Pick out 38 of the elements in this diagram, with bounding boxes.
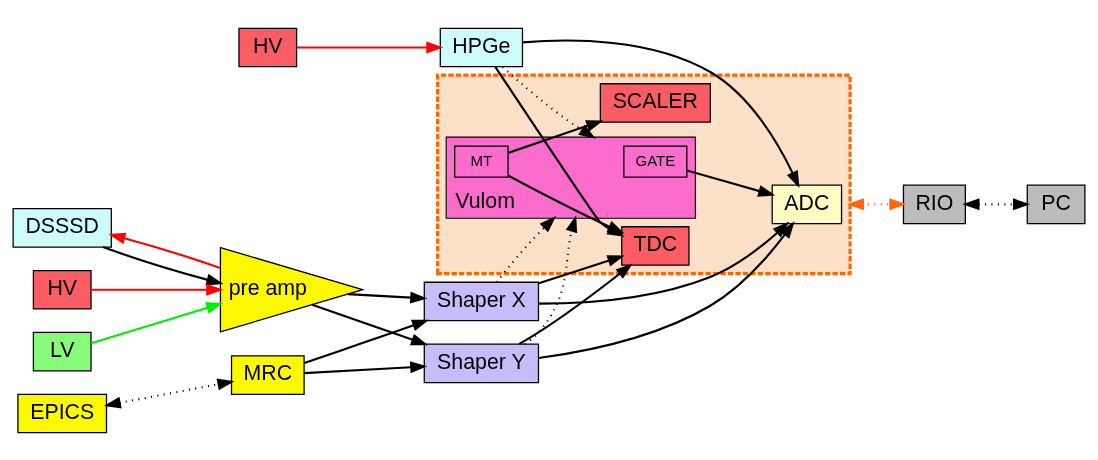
node-box: HV [32, 269, 92, 310]
arrow [347, 291, 428, 304]
arrow [304, 360, 428, 374]
arrow [507, 174, 625, 233]
node-box: MRC [230, 354, 305, 395]
arrow [103, 378, 235, 409]
node-box: EPICS [17, 393, 108, 433]
node-box: LV [32, 331, 92, 371]
arrow [108, 232, 221, 269]
arrow [304, 319, 430, 364]
node-box: ADC [771, 184, 843, 224]
node-box: TDC [621, 225, 690, 266]
arrow [524, 214, 578, 345]
arrow [502, 65, 596, 139]
arrow [507, 119, 604, 154]
arrow [686, 168, 776, 197]
arrow [311, 303, 429, 345]
arrow [518, 263, 633, 345]
arrow [102, 245, 224, 285]
node-box: SCALER [599, 82, 711, 123]
arrow [296, 41, 444, 53]
arrow [522, 39, 800, 188]
arrow [962, 197, 1031, 210]
node-box: Shaper Y [423, 343, 540, 383]
arrow [90, 301, 224, 344]
arrow [846, 197, 907, 210]
arrow [538, 254, 625, 284]
cluster [436, 73, 852, 275]
node-box: RIO [902, 184, 966, 224]
node-box: GATE [623, 145, 688, 178]
node-box: HPGe [439, 27, 524, 67]
node-box: DSSSD [12, 207, 112, 248]
arrow [495, 215, 557, 283]
arrow [91, 283, 224, 296]
node-box: Shaper X [423, 281, 540, 321]
node-box: HV [238, 27, 298, 67]
node-box: MT [454, 145, 509, 178]
node-box: PC [1026, 184, 1086, 224]
